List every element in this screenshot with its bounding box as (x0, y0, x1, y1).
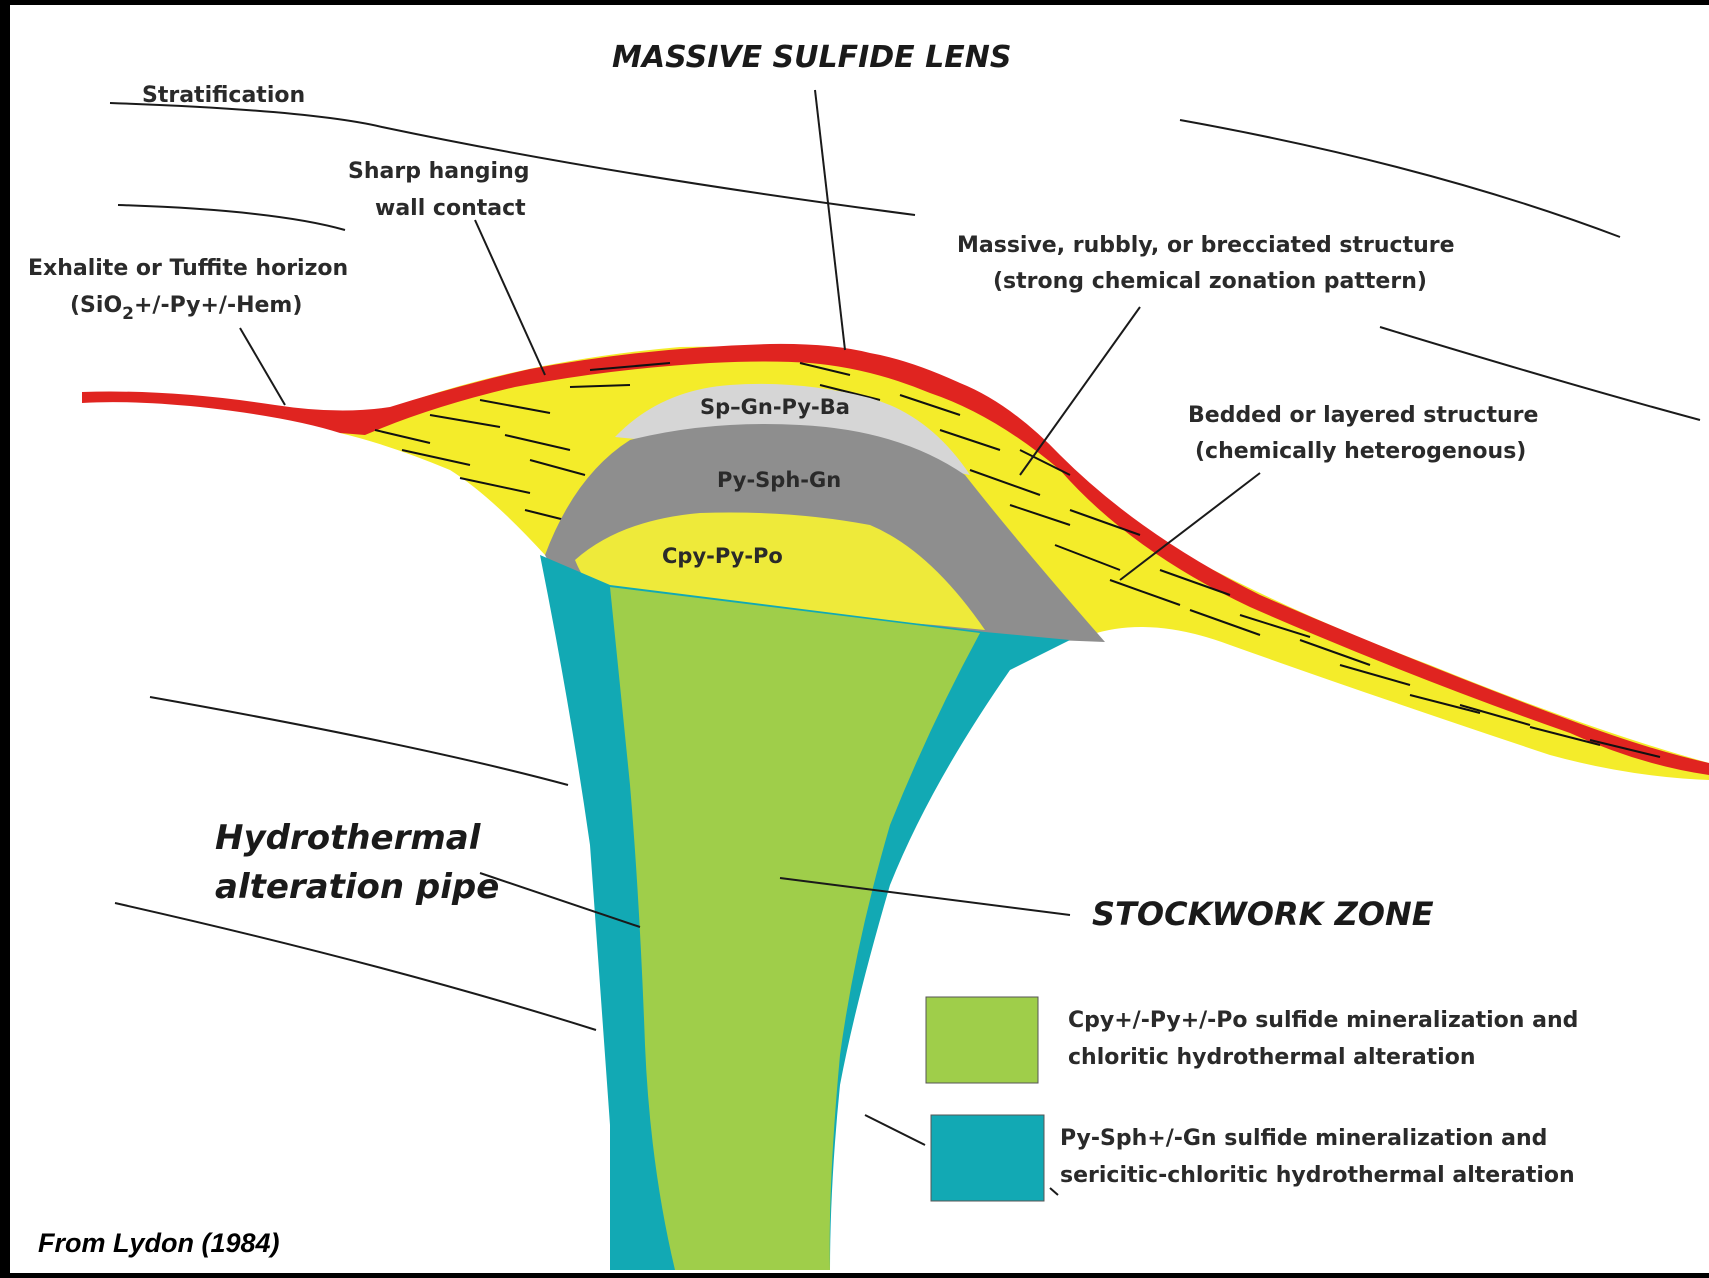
legend-pipe-line-2: sericitic-chloritic hydrothermal alterat… (1060, 1163, 1575, 1188)
label-sharp-contact-1: Sharp hanging (348, 159, 529, 184)
label-zone-mid: Py-Sph-Gn (717, 468, 841, 492)
label-zone-core: Cpy-Py-Po (662, 544, 783, 568)
credit-text: From Lydon (1984) (38, 1228, 280, 1258)
legend-stockwork-line-1: Cpy+/-Py+/-Po sulfide mineralization and (1068, 1008, 1578, 1033)
diagram-title: MASSIVE SULFIDE LENS (612, 40, 1011, 75)
label-bedded-1: Bedded or layered structure (1188, 403, 1538, 428)
label-bedded-2: (chemically heterogenous) (1195, 439, 1526, 464)
stockwork-core (610, 587, 980, 1270)
label-sharp-contact-2: wall contact (375, 196, 526, 221)
legend-swatch-stockwork (926, 997, 1038, 1083)
label-stockwork: STOCKWORK ZONE (1092, 895, 1434, 933)
legend-swatch-pipe (931, 1115, 1044, 1201)
label-pipe-1: Hydrothermal (215, 818, 482, 858)
label-exhalite-2: (SiO2+/-Py+/-Hem) (70, 293, 302, 324)
label-massive-structure-1: Massive, rubbly, or brecciated structure (957, 233, 1455, 258)
legend-stockwork-line-2: chloritic hydrothermal alteration (1068, 1045, 1476, 1070)
label-pipe-2: alteration pipe (215, 867, 499, 907)
legend: Cpy+/-Py+/-Po sulfide mineralization and… (926, 997, 1578, 1201)
label-zone-top: Sp–Gn-Py-Ba (700, 395, 850, 419)
label-exhalite-1: Exhalite or Tuffite horizon (28, 256, 348, 281)
vms-deposit-diagram: MASSIVE SULFIDE LENS Stratification Shar… (10, 5, 1709, 1273)
label-massive-structure-2: (strong chemical zonation pattern) (993, 269, 1427, 294)
label-stratification: Stratification (142, 83, 305, 108)
diagram-canvas: MASSIVE SULFIDE LENS Stratification Shar… (10, 5, 1709, 1273)
legend-pipe-line-1: Py-Sph+/-Gn sulfide mineralization and (1060, 1126, 1547, 1151)
